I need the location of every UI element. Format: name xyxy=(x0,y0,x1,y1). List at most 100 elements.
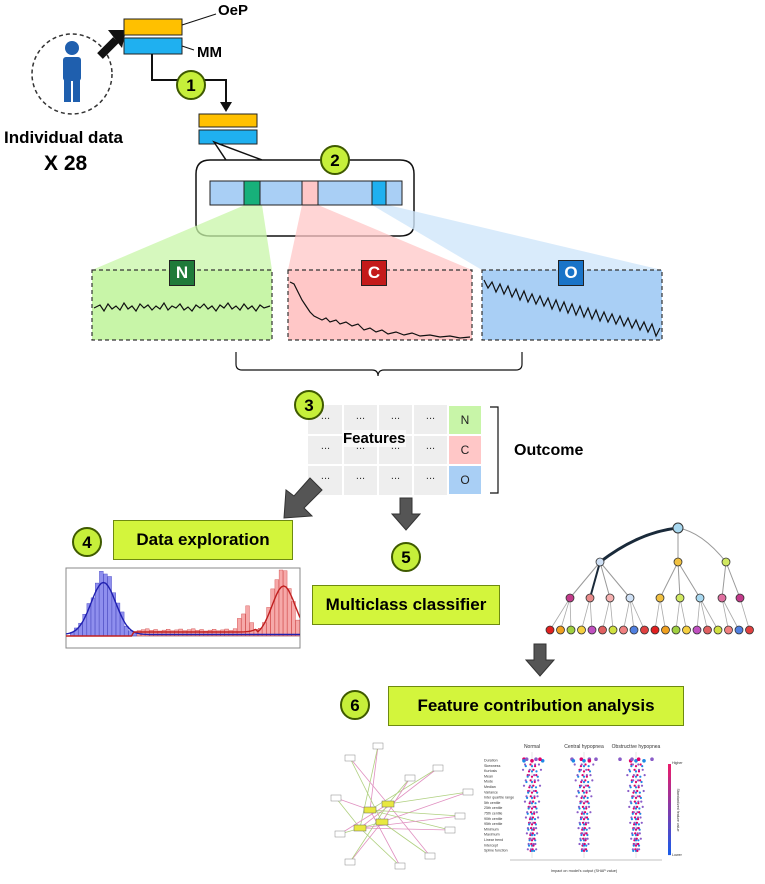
shap-point xyxy=(580,784,583,787)
histogram-bar-red xyxy=(161,629,167,637)
network-edge xyxy=(359,827,451,831)
shap-point xyxy=(585,828,588,831)
shap-point xyxy=(633,821,636,824)
signal-c-mark xyxy=(301,180,319,206)
shap-point xyxy=(538,757,542,761)
shap-point xyxy=(580,816,584,819)
tree-edge xyxy=(677,561,701,599)
shap-point xyxy=(629,786,632,789)
shap-point xyxy=(535,848,538,851)
tree-edge xyxy=(599,561,611,599)
shap-point xyxy=(533,765,537,768)
person-icon xyxy=(63,41,81,102)
histogram-bar-red xyxy=(216,630,221,637)
network-edge xyxy=(369,809,401,867)
shap-point xyxy=(578,770,581,773)
tree-node xyxy=(655,593,665,603)
shap-point xyxy=(533,780,536,784)
shap-point xyxy=(532,827,535,830)
tree-leaf-node xyxy=(619,625,628,635)
network-node xyxy=(344,754,356,762)
shap-point xyxy=(539,768,543,771)
tree-leaf-node xyxy=(682,625,691,635)
shap-point xyxy=(530,759,534,763)
shap-point xyxy=(582,849,586,852)
shap-point xyxy=(639,763,642,766)
shap-point xyxy=(530,780,534,784)
shap-point xyxy=(581,848,584,851)
outcome-cell-label: O xyxy=(460,473,470,487)
histogram-bar-red xyxy=(241,613,246,637)
shap-point xyxy=(528,805,531,808)
shap-point xyxy=(532,849,536,852)
feature-cell: ... xyxy=(425,410,436,422)
wedge-normal xyxy=(92,205,272,270)
shap-point xyxy=(585,816,589,819)
shap-point xyxy=(633,837,636,840)
shap-point xyxy=(531,848,534,851)
shap-point xyxy=(571,759,576,763)
colorbar-segment xyxy=(668,809,671,817)
histogram-bar-red xyxy=(266,607,271,637)
shap-point xyxy=(586,812,589,815)
shap-point xyxy=(529,763,532,766)
tree-edge xyxy=(721,597,740,631)
histogram-bar-red xyxy=(199,629,204,637)
shap-point xyxy=(633,784,636,787)
shap-point xyxy=(528,774,531,777)
network-node xyxy=(344,858,356,866)
colorbar-segment xyxy=(668,848,671,856)
tree-leaf-node xyxy=(566,625,576,635)
shap-point xyxy=(582,823,586,826)
step-4-badge: 4 xyxy=(72,527,102,557)
histogram-bar-red xyxy=(283,570,288,637)
shap-point xyxy=(637,800,640,803)
shap-point xyxy=(631,763,635,766)
shap-point xyxy=(641,768,644,771)
shap-point xyxy=(532,800,535,803)
shap-point xyxy=(530,812,534,815)
feature-cell: ... xyxy=(425,440,436,452)
shap-point xyxy=(634,818,638,821)
tree-edge xyxy=(721,597,729,631)
shap-point xyxy=(577,775,580,778)
shap-point xyxy=(581,832,584,835)
tree-leaf-node xyxy=(734,625,744,635)
shap-point xyxy=(638,848,641,851)
network-edge xyxy=(369,809,451,831)
tree-leaf-node xyxy=(661,625,670,635)
shap-point xyxy=(581,821,585,824)
shap-point xyxy=(533,779,536,782)
tree-node xyxy=(605,593,615,603)
colorbar-segment xyxy=(668,822,671,830)
shap-point xyxy=(588,770,592,773)
shap-point xyxy=(583,811,587,814)
shap-point xyxy=(580,763,583,766)
shap-point xyxy=(529,837,532,840)
tree-node xyxy=(675,593,685,603)
shap-point xyxy=(530,839,534,842)
tree-leaf-node xyxy=(724,625,733,635)
shap-point xyxy=(584,795,587,798)
outcome-cell-label: C xyxy=(460,443,470,457)
shap-point xyxy=(643,774,646,777)
shap-feature-label: Spline function xyxy=(484,849,508,853)
shap-point xyxy=(581,805,584,808)
shap-point xyxy=(529,827,533,830)
shap-point xyxy=(530,818,534,821)
shap-point xyxy=(630,763,633,766)
network-edge xyxy=(349,803,389,863)
network-node xyxy=(372,742,384,750)
tree-edge xyxy=(721,561,727,599)
shap-point xyxy=(582,791,586,794)
histogram-bar-red xyxy=(295,619,300,637)
shap-point xyxy=(528,768,531,771)
shap-point xyxy=(587,780,590,784)
shap-point xyxy=(535,774,538,777)
network-node xyxy=(462,788,474,796)
shap-point xyxy=(582,775,586,778)
feature-contribution-box: Feature contribution analysis xyxy=(388,686,684,726)
shap-point xyxy=(630,757,634,761)
feature-cell: ... xyxy=(320,410,331,422)
